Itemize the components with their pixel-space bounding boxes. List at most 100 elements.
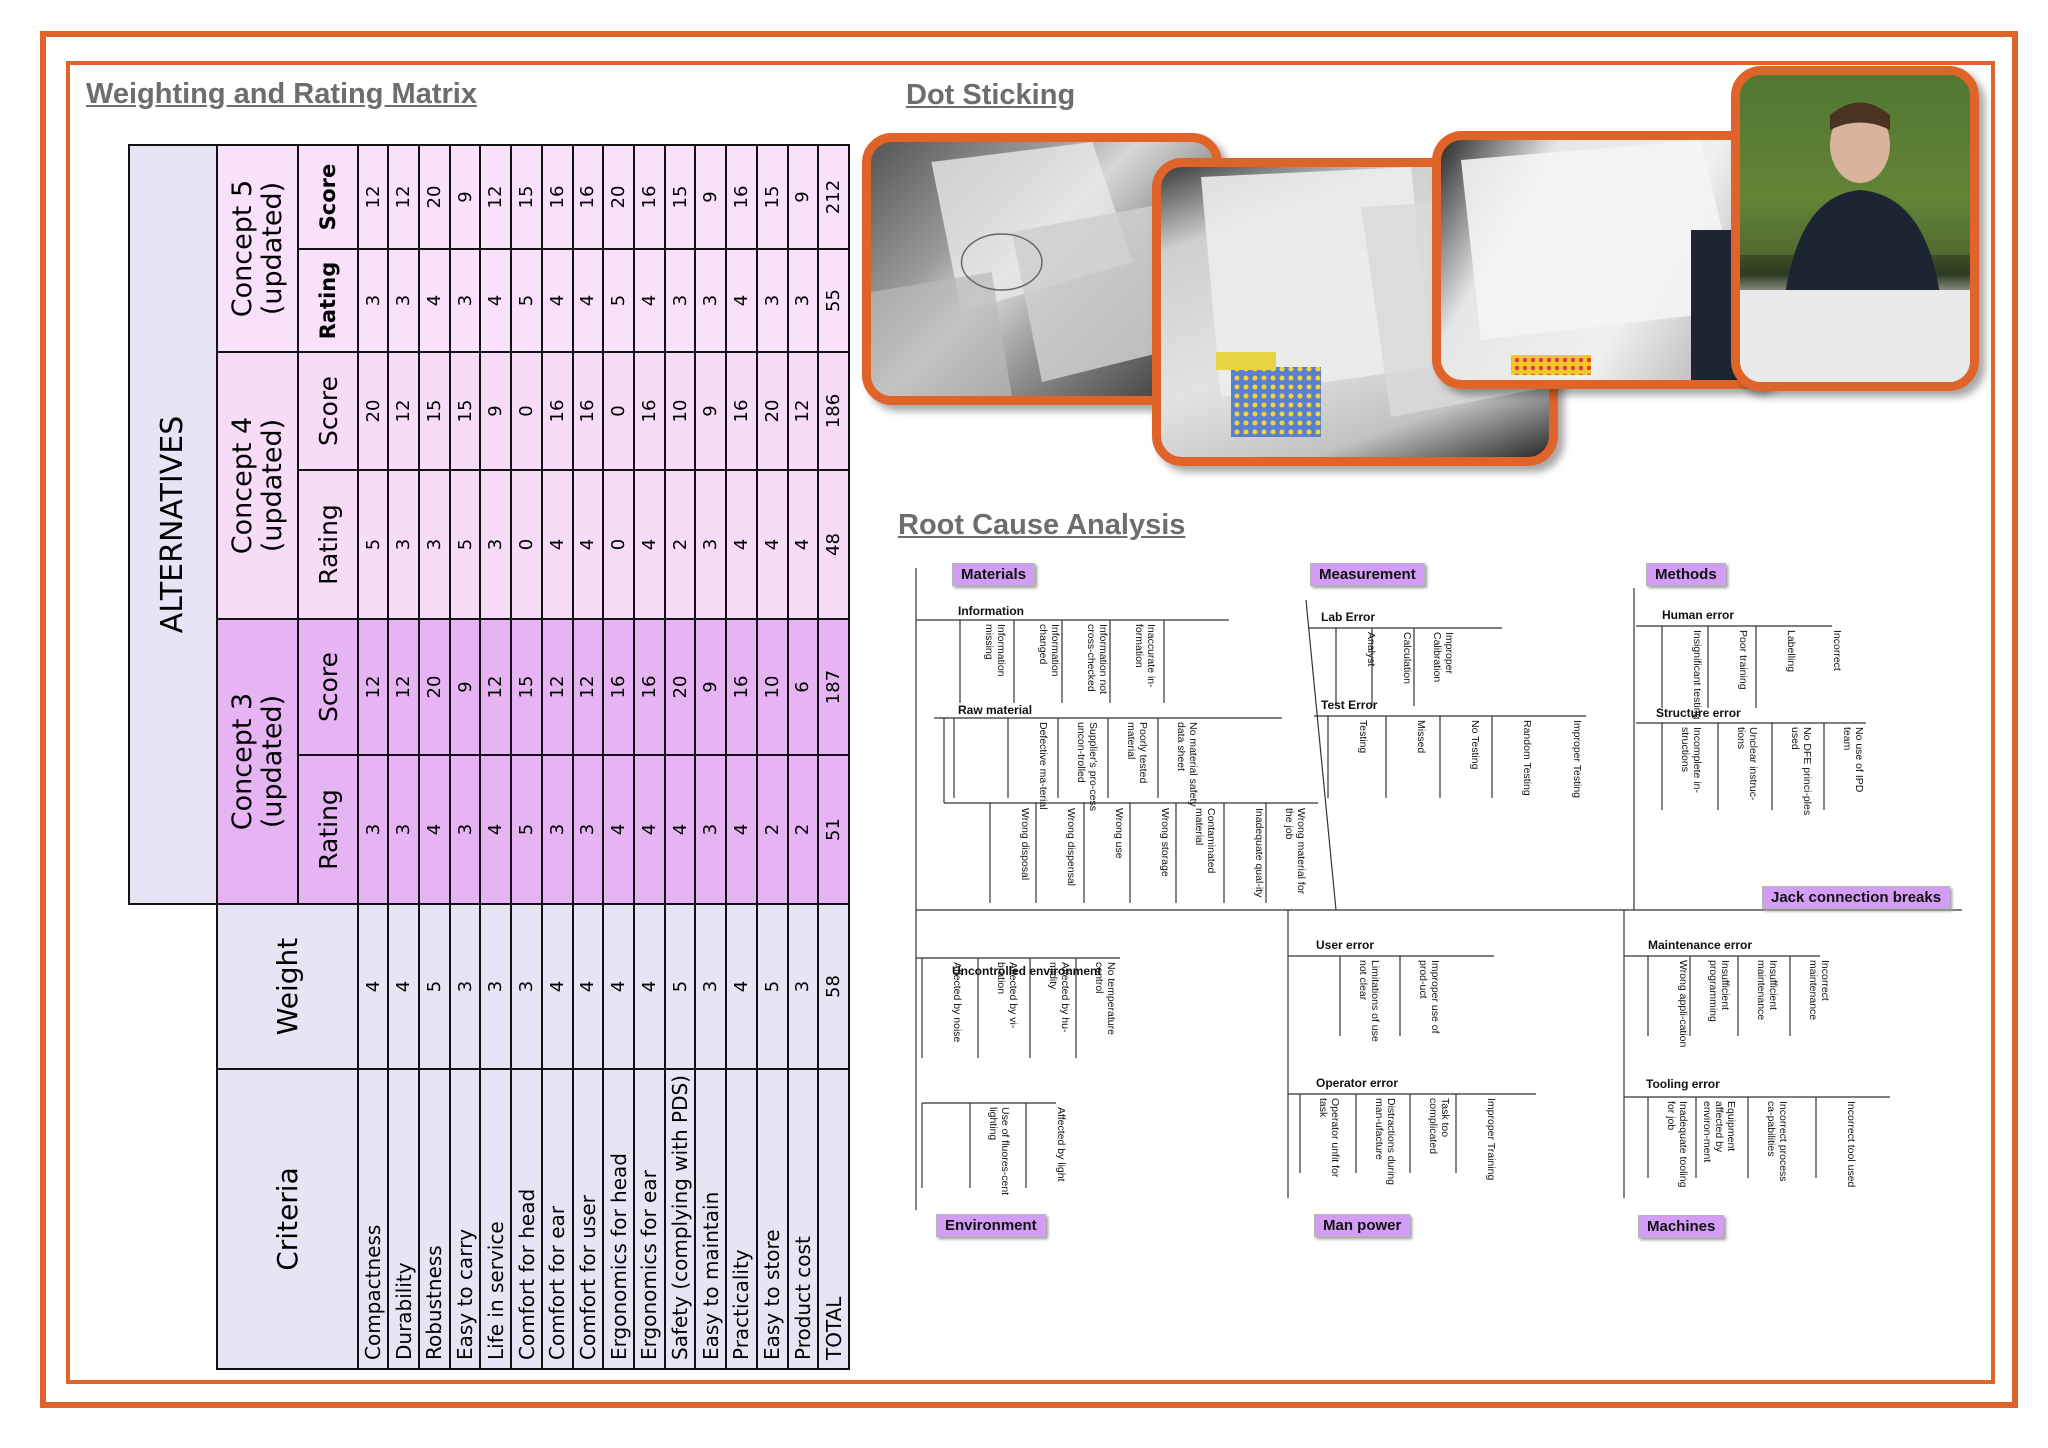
photo-papers-3 — [1432, 131, 1782, 389]
cell-criterion: Ergonomics for ear — [634, 1069, 665, 1369]
cell-c3-rating: 3 — [695, 755, 727, 904]
group-maintenance-error-label: Maintenance error — [1648, 938, 1753, 952]
group-lab-error-label: Lab Error — [1321, 610, 1376, 624]
photo-person — [1731, 66, 1979, 391]
concept3-header: Concept 3(updated) — [216, 619, 299, 904]
cause-human-error: Incorrect — [1831, 630, 1843, 671]
cell-criterion: Comfort for head — [511, 1069, 542, 1369]
cause-tooling-error: Incorrect process ca-pabilities — [1765, 1101, 1789, 1182]
cell-c3-score: 12 — [541, 619, 573, 755]
cell-c3-score: 12 — [480, 619, 512, 755]
category-environment: Environment — [936, 1214, 1046, 1237]
cause-lab-error: Analyst — [1365, 632, 1377, 667]
cell-criterion: Ergonomics for head — [603, 1069, 634, 1369]
cell-c4-rating: 4 — [572, 470, 604, 619]
cell-c3-score: 20 — [664, 619, 696, 755]
effect-jack-connection-breaks: Jack connection breaks — [1762, 886, 1951, 909]
total-cell-c5-rating: 55 — [818, 249, 849, 352]
cause-maintenance-error: Incorrect maintenance — [1807, 960, 1831, 1021]
weight-header: Weight — [216, 904, 358, 1069]
cell-c4-score: 0 — [603, 352, 634, 470]
cell-c4-rating: 3 — [419, 470, 450, 619]
cell-c4-score: 12 — [388, 352, 420, 470]
category-man-power: Man power — [1314, 1214, 1411, 1237]
cause-maintenance-error: Insufficient maintenance — [1755, 960, 1779, 1021]
group-information-label: Information — [958, 604, 1024, 618]
concept5-header: Concept 5(updated) — [216, 145, 299, 352]
cell-weight: 3 — [449, 904, 481, 1069]
cell-c4-score: 16 — [572, 352, 604, 470]
cell-c3-score: 12 — [357, 619, 389, 755]
cause-tooling-error: Equipment affected by environ-ment — [1701, 1101, 1738, 1163]
cell-weight: 5 — [664, 904, 696, 1069]
cause-information: Inaccurate in-formation — [1133, 624, 1157, 688]
cell-c5-rating: 3 — [388, 249, 420, 352]
total-cell-c3-rating: 51 — [818, 755, 849, 904]
c3-score-header: Score — [298, 619, 358, 755]
cause-raw-material-lower: Wrong disposal — [1019, 808, 1031, 881]
group-test-error-label: Test Error — [1321, 698, 1378, 712]
cell-c3-score: 15 — [511, 619, 542, 755]
cell-weight: 5 — [419, 904, 450, 1069]
cell-weight: 4 — [357, 904, 389, 1069]
cell-c4-rating: 5 — [449, 470, 481, 619]
cause-information: Information changed — [1037, 624, 1061, 677]
cause-uncontrolled-environment: No temperature control — [1093, 962, 1117, 1035]
c4-rating-header: Rating — [298, 470, 358, 619]
cell-c5-score: 16 — [572, 145, 604, 249]
cell-c4-rating: 4 — [756, 470, 788, 619]
cause-raw-material: Poorly tested material — [1125, 722, 1149, 784]
cell-c4-score: 0 — [511, 352, 542, 470]
cell-weight: 4 — [634, 904, 665, 1069]
cell-c4-score: 15 — [449, 352, 481, 470]
cell-weight: 4 — [726, 904, 757, 1069]
cell-c3-rating: 4 — [480, 755, 512, 904]
cause-test-error: Testing — [1357, 720, 1369, 754]
cell-c5-rating: 4 — [726, 249, 757, 352]
cell-criterion: Comfort for user — [572, 1069, 604, 1369]
matrix-blank-corner — [129, 904, 217, 1369]
cause-raw-material-lower: Wrong material for the job — [1283, 808, 1307, 895]
cell-c3-score: 16 — [634, 619, 665, 755]
cell-criterion: Product cost — [787, 1069, 819, 1369]
category-materials: Materials — [952, 563, 1036, 586]
cell-c4-score: 9 — [480, 352, 512, 470]
cell-c5-score: 9 — [695, 145, 727, 249]
cell-c4-rating: 2 — [664, 470, 696, 619]
cause-raw-material-lower: Wrong dispensal — [1065, 808, 1077, 887]
cell-c3-score: 9 — [449, 619, 481, 755]
cell-c4-rating: 3 — [695, 470, 727, 619]
root-cause-title: Root Cause Analysis — [898, 509, 1186, 541]
cell-c3-score: 16 — [726, 619, 757, 755]
total-cell-criterion: TOTAL — [818, 1069, 849, 1369]
cause-uncontrolled-environment: Affected by noise — [951, 962, 963, 1043]
cell-c5-rating: 4 — [480, 249, 512, 352]
group-user-error-label: User error — [1316, 938, 1375, 952]
total-cell-c3-score: 187 — [818, 619, 849, 755]
cause-raw-material-lower: Wrong storage — [1159, 808, 1171, 877]
cause-raw-material: Supplier's pro-cess uncon-trolled — [1075, 722, 1099, 811]
cell-c4-rating: 4 — [541, 470, 573, 619]
cause-information: Information not cross-checked — [1085, 624, 1109, 695]
cell-c4-score: 9 — [695, 352, 727, 470]
cause-raw-material-lower: Wrong use — [1113, 808, 1125, 859]
cell-c3-rating: 4 — [634, 755, 665, 904]
cell-c3-score: 16 — [603, 619, 634, 755]
cell-weight: 5 — [756, 904, 788, 1069]
cell-c3-rating: 2 — [787, 755, 819, 904]
cause-raw-material-lower: Contaminated material — [1193, 808, 1217, 874]
cause-environment-lower: Affected by light — [1055, 1107, 1067, 1182]
c4-score-header: Score — [298, 352, 358, 470]
cause-operator-error: Improper Training — [1485, 1098, 1497, 1181]
cell-weight: 3 — [480, 904, 512, 1069]
cell-c3-rating: 4 — [664, 755, 696, 904]
concept3-sub: (updated) — [256, 694, 288, 829]
concept4-sub: (updated) — [256, 418, 288, 553]
cell-weight: 3 — [695, 904, 727, 1069]
